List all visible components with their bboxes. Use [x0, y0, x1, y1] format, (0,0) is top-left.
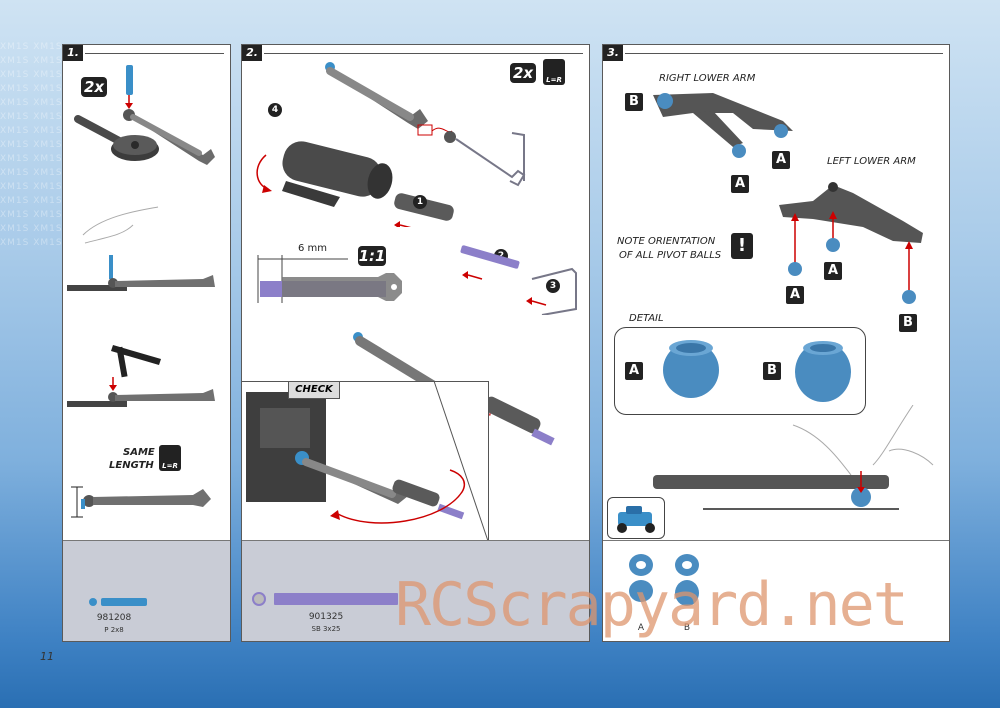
callout-1: 1	[413, 195, 427, 209]
lr-icon-text: L=R	[162, 462, 178, 470]
pin-body	[101, 598, 147, 606]
pin-and-wrench-illustration	[460, 245, 577, 315]
label-b: B	[763, 362, 781, 380]
pin-part-icon	[89, 598, 147, 606]
parts-footer: 981208 P 2x8	[63, 540, 230, 641]
watermark: RCScrapyard.net	[395, 570, 909, 640]
same-length-pivot-illustration	[71, 486, 211, 518]
step-number: 2.	[242, 45, 262, 61]
ball-b-detail	[795, 342, 851, 402]
parts-footer: A B	[603, 540, 949, 641]
right-lower-arm-label: RIGHT LOWER ARM	[659, 73, 756, 84]
press-ball-into-arm-illustration	[653, 405, 934, 510]
press-ball-finger-illustration	[67, 206, 215, 291]
step-number: 3.	[603, 45, 623, 61]
note-line1: NOTE ORIENTATION	[617, 236, 716, 247]
callout-4: 4	[268, 103, 282, 117]
pin-part-icon	[252, 592, 398, 606]
part-label-b: B	[683, 623, 691, 633]
part-number: 981208	[96, 613, 132, 623]
detail-box	[614, 327, 866, 415]
same-length-line1: SAME	[123, 447, 155, 458]
quantity-badge: 2x	[81, 77, 107, 97]
scale-badge: 1:1	[358, 246, 386, 266]
callout-3: 3	[546, 279, 560, 293]
quantity-badge: 2x	[510, 63, 536, 83]
parts-footer: 901325 SB 3x25	[242, 540, 589, 641]
pivot-ball-b	[657, 93, 673, 109]
lr-icon-text: L=R	[546, 76, 562, 84]
page-number: 11	[40, 650, 54, 663]
background-pattern: XM1S XM1S XM1S XM1S XM1S XM1S XM1S XM1S …	[0, 42, 63, 248]
label-b: B	[899, 314, 917, 332]
pivot-ball-parts	[629, 554, 699, 606]
label-b: B	[625, 93, 643, 111]
same-length-line2: LENGTH	[109, 460, 154, 471]
label-a: A	[772, 151, 790, 169]
left-lower-arm-illustration	[779, 182, 923, 304]
part-number: 901325	[308, 612, 344, 622]
pivot-ball-tool-illustration	[74, 65, 215, 165]
check-gearbox-illustration	[246, 392, 466, 524]
label-a: A	[786, 286, 804, 304]
warning-icon: !	[731, 233, 753, 259]
hammer-illustration	[67, 345, 215, 407]
step-1-panel: 1. 2x SAME LENGTH L=R	[62, 44, 231, 642]
pivot-ball-a	[788, 262, 802, 276]
note-line2: OF ALL PIVOT BALLS	[619, 250, 722, 261]
pivot-ball-b	[902, 290, 916, 304]
car-icon	[617, 506, 655, 533]
part-description: P 2x8	[104, 626, 124, 634]
part-label-a: A	[637, 623, 645, 633]
check-label: CHECK	[288, 381, 340, 399]
step-number: 1.	[63, 45, 83, 61]
part-ball-b-bottom	[675, 580, 699, 606]
step-3-panel: 3. RIGHT LOWER ARM LEFT LOWER ARM B A A …	[602, 44, 950, 642]
driveshaft-assembly-illustration	[256, 62, 526, 227]
lr-icon: L=R	[159, 445, 181, 471]
ball-a-detail	[663, 342, 719, 398]
lr-icon: L=R	[543, 59, 565, 85]
part-ball-a-bottom	[629, 580, 653, 602]
step-2-panel: 2. 2x L=R 4 1 2 3 1:1 6 mm	[241, 44, 590, 642]
dimension-drawing	[257, 255, 402, 303]
pivot-ball-a	[732, 144, 746, 158]
dimension-label: 6 mm	[298, 243, 328, 254]
check-pointer	[433, 380, 489, 542]
detail-label: DETAIL	[629, 313, 664, 324]
pin-head	[89, 598, 97, 606]
check-inset	[242, 381, 489, 542]
detail-balls-illustration	[663, 340, 851, 402]
label-a: A	[731, 175, 749, 193]
part-description: SB 3x25	[311, 625, 341, 633]
label-a: A	[625, 362, 643, 380]
pivot-ball-a	[826, 238, 840, 252]
label-a: A	[824, 262, 842, 280]
right-lower-arm-illustration	[653, 93, 793, 158]
pivot-ball-a	[774, 124, 788, 138]
left-lower-arm-label: LEFT LOWER ARM	[827, 156, 916, 167]
car-thumbnail	[607, 497, 665, 539]
